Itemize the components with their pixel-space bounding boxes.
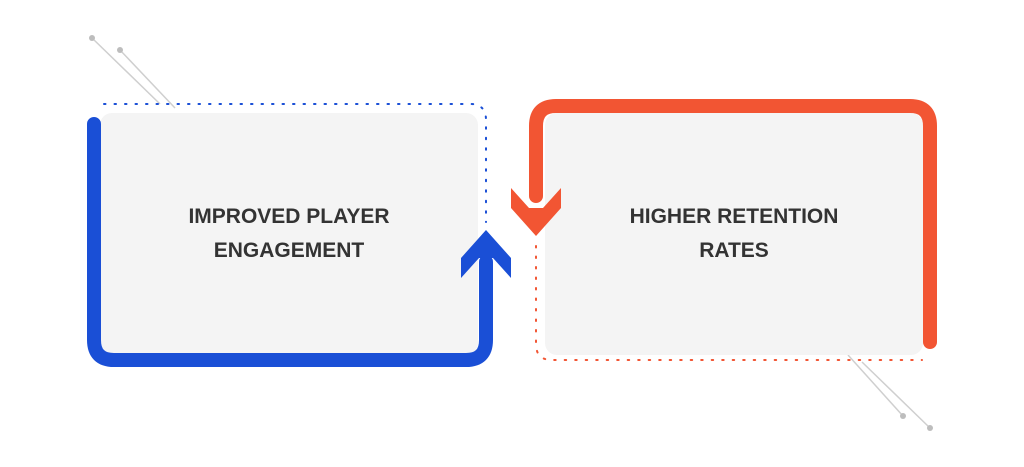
orange-arrow-down-icon <box>511 188 561 236</box>
node-label-right-line-1: HIGHER RETENTION <box>629 205 839 228</box>
node-label-right: HIGHER RETENTION RATES <box>545 113 923 355</box>
blue-loop-connector <box>87 117 493 367</box>
node-label-left-line-2: ENGAGEMENT <box>213 239 365 262</box>
blue-dotted-border <box>103 103 487 223</box>
node-label-left-line-1: IMPROVED PLAYER <box>188 205 390 228</box>
orange-loop-connector <box>529 99 937 349</box>
node-label-left: IMPROVED PLAYER ENGAGEMENT <box>100 113 478 355</box>
decorative-lines-top-left <box>89 35 176 109</box>
node-card-left <box>100 113 478 355</box>
node-card-right <box>545 113 923 355</box>
node-label-right-line-2: RATES <box>699 239 769 262</box>
decorative-lines-bottom-right <box>847 354 933 431</box>
blue-arrow-up-icon <box>461 230 511 278</box>
